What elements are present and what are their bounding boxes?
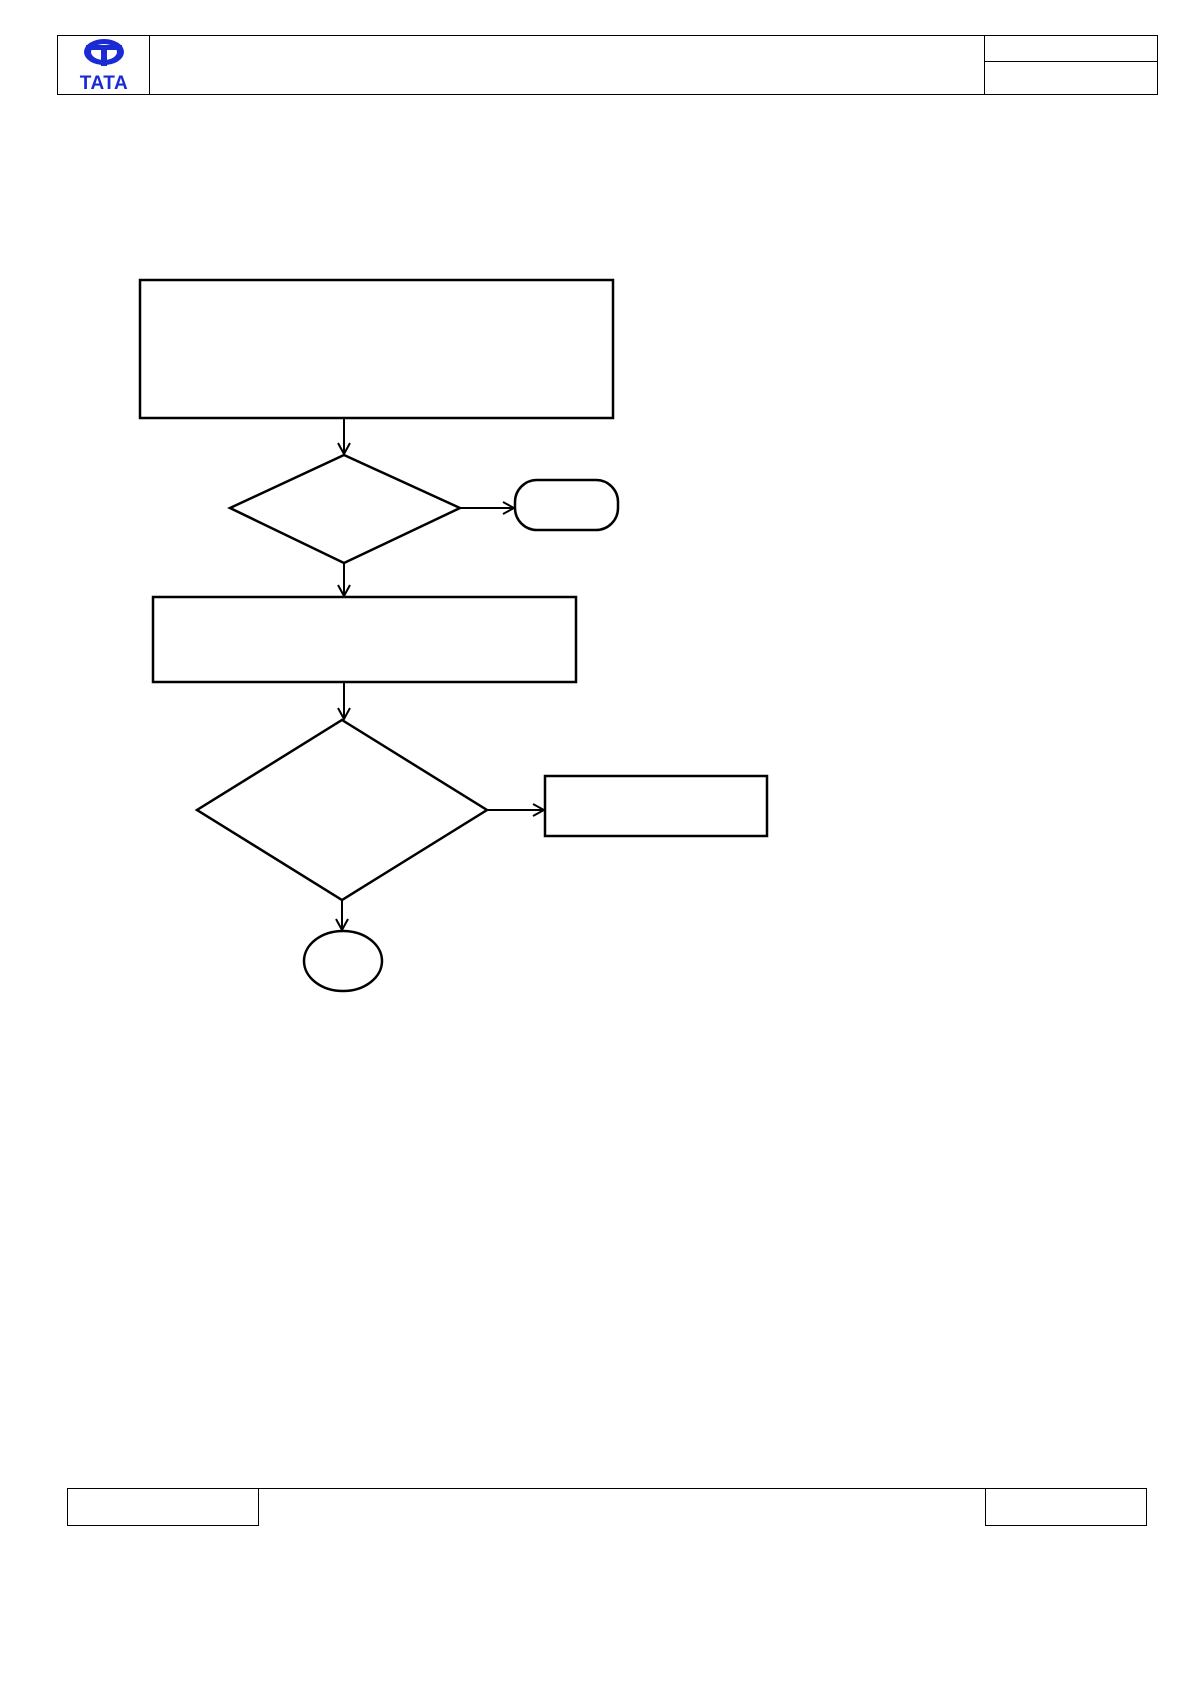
decision-diamond-2 bbox=[194, 718, 490, 902]
process-box-1 bbox=[138, 278, 615, 420]
header-table bbox=[57, 35, 1158, 95]
footer-center-cell bbox=[259, 1488, 985, 1526]
tata-emblem-icon: TATA bbox=[80, 39, 128, 94]
tata-wordmark: TATA bbox=[80, 73, 128, 94]
end-connector-circle bbox=[302, 929, 384, 993]
decision-diamond-1 bbox=[227, 453, 463, 565]
header-logo-cell: TATA bbox=[57, 35, 150, 95]
process-box-3 bbox=[543, 774, 769, 838]
footer-table bbox=[67, 1488, 1147, 1526]
terminal-box-1 bbox=[513, 478, 620, 532]
footer-left-cell bbox=[67, 1488, 259, 1526]
header-docno-cell bbox=[985, 35, 1158, 62]
process-box-2 bbox=[151, 595, 578, 684]
footer-right-cell bbox=[985, 1488, 1147, 1526]
header-title-cell bbox=[150, 35, 985, 95]
